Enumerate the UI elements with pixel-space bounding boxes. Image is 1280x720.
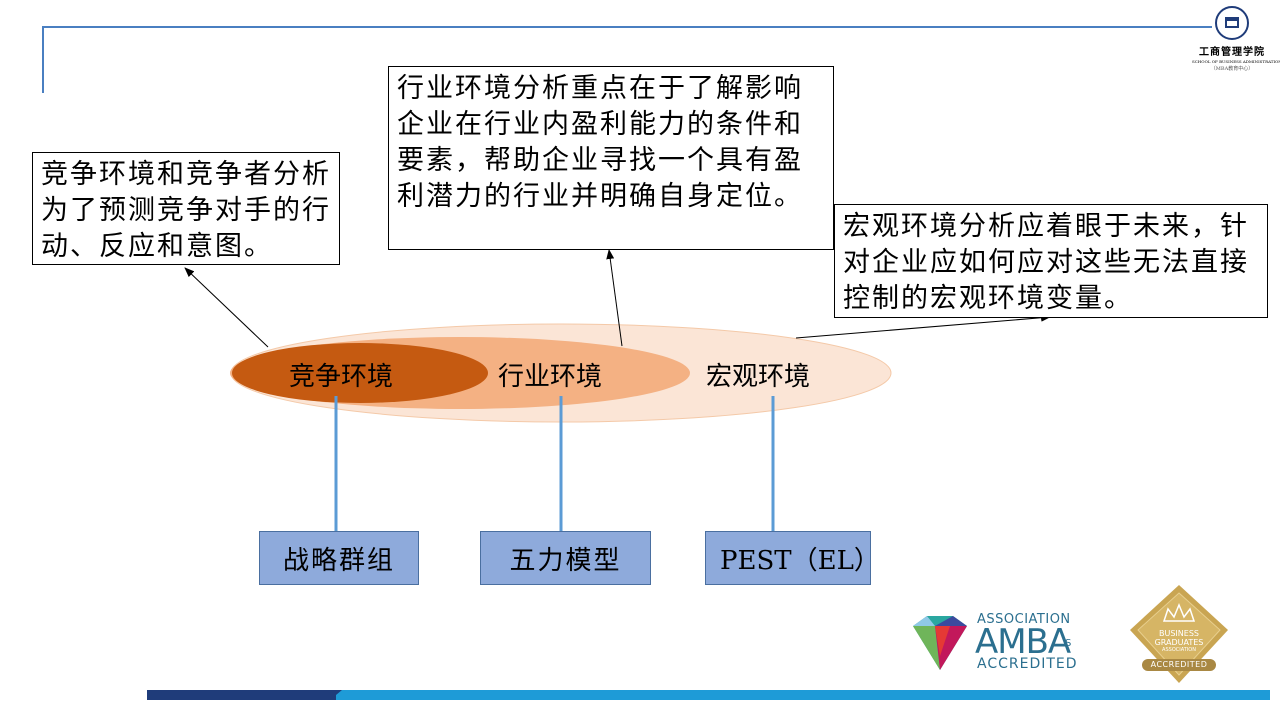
bga-line3: ASSOCIATION [1162, 647, 1196, 653]
school-name: 工商管理学院 [1199, 47, 1265, 58]
amba-s-text: S [1065, 638, 1072, 649]
school-seal-icon [1215, 6, 1249, 40]
amba-diamond-icon [913, 616, 967, 670]
label-industry: 行业环境 [498, 362, 603, 392]
label-competitive: 竞争环境 [289, 362, 394, 392]
bga-line1: BUSINESS [1159, 629, 1199, 638]
school-subtitle: （MBA教育中心） [1210, 66, 1254, 72]
bga-badge: BUSINESS GRADUATES ASSOCIATION ACCREDITE… [1130, 585, 1228, 683]
amba-accredited-text: ACCREDITED [977, 656, 1078, 672]
amba-badge: ASSOCIATION AMBA S ACCREDITED [905, 612, 1090, 674]
bga-accredited-text: ACCREDITED [1142, 659, 1216, 671]
callout-macro: 宏观环境分析应着眼于未来，针对企业应如何应对这些无法直接控制的宏观环境变量。 [834, 204, 1268, 318]
arrow-industry [606, 249, 623, 347]
footer-bar-join [330, 690, 342, 700]
amba-main-text: AMBA [975, 622, 1071, 662]
crown-icon [1162, 603, 1196, 622]
school-logo: 工商管理学院 SCHOOL OF BUSINESS ADMINISTRATION… [1192, 6, 1280, 84]
tool-five-forces: 五力模型 [480, 531, 651, 585]
header-rule [42, 26, 1212, 28]
tool-strategic-groups: 战略群组 [259, 531, 419, 585]
tool-pest: PEST（EL） [705, 531, 880, 585]
arrow-competitive [184, 267, 269, 348]
callout-industry: 行业环境分析重点在于了解影响企业在行业内盈利能力的条件和要素，帮助企业寻找一个具… [388, 66, 834, 250]
footer-bar-light [336, 690, 1270, 700]
label-macro: 宏观环境 [706, 362, 811, 392]
callout-competitive: 竞争环境和竞争者分析为了预测竞争对手的行动、反应和意图。 [32, 152, 340, 265]
arrow-macro [795, 313, 1051, 339]
bga-shield-icon [1130, 585, 1228, 683]
header-rule-vertical [42, 26, 44, 93]
bga-line2: GRADUATES [1154, 638, 1204, 647]
footer-bar-dark [147, 690, 340, 700]
amba-association-text: ASSOCIATION [977, 612, 1071, 627]
school-name-english: SCHOOL OF BUSINESS ADMINISTRATION [1192, 59, 1280, 64]
ellipse-competitive [232, 343, 488, 403]
